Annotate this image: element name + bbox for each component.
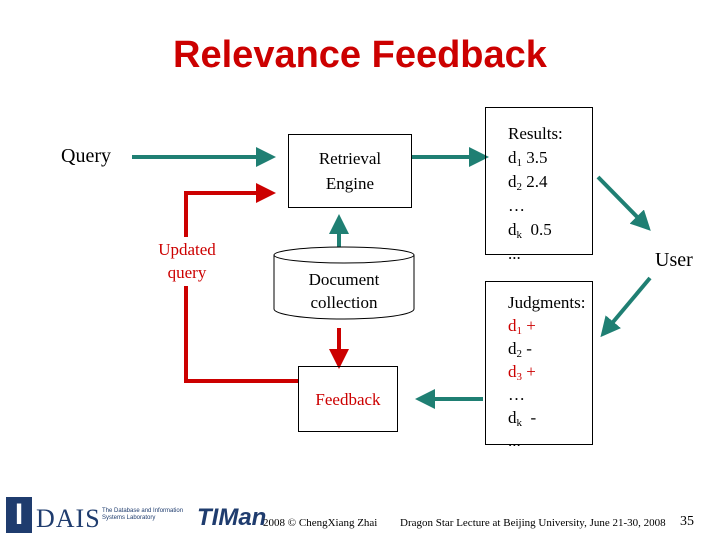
feedback-loop-arrow: [184, 286, 298, 383]
dais-logo-caption: The Database and Information Systems Lab…: [102, 508, 184, 521]
query-label: Query: [61, 145, 111, 167]
footer-lecture: Dragon Star Lecture at Beijing Universit…: [400, 517, 666, 529]
updated-query-line1: Updated: [158, 240, 216, 259]
user-to-judgments-arrow: [600, 276, 652, 338]
updated-query-label: Updated query: [140, 238, 234, 284]
illinois-icon: I: [6, 497, 32, 533]
dais-logo: DAIS The Database and Information System…: [36, 504, 196, 534]
document-collection-line1: Document: [308, 270, 380, 289]
judgments-row-3: d3 +: [508, 362, 536, 383]
results-to-user-arrow: [596, 175, 651, 231]
judgments-ellipsis: …: [508, 385, 525, 404]
judgments-trailing: ...: [508, 431, 521, 450]
retrieval-engine-box: Retrieval Engine: [288, 134, 412, 208]
feedback-label: Feedback: [315, 390, 381, 409]
judgments-row-1: d1 +: [508, 316, 536, 337]
slide-title: Relevance Feedback: [173, 34, 547, 76]
document-collection-line2: collection: [310, 293, 378, 312]
document-collection-cylinder: [273, 246, 415, 320]
updated-query-line2: query: [167, 263, 207, 282]
judgments-box: Judgments: d1 + d2 - d3 + … dk - ...: [485, 281, 593, 450]
results-header: Results:: [508, 124, 563, 143]
results-box: Results: d1 3.5 d2 2.4 … dk 0.5 ...: [485, 107, 593, 263]
retrieval-engine-line2: Engine: [325, 174, 375, 193]
retrieval-engine-line1: Retrieval: [318, 149, 382, 168]
judgments-row-k: dk -: [508, 408, 537, 429]
results-row-k: dk 0.5: [508, 220, 552, 241]
results-ellipsis: …: [508, 196, 525, 215]
dais-logo-text: DAIS: [36, 504, 101, 533]
updated-query-arrow: [184, 183, 276, 237]
feedback-box: Feedback: [298, 366, 398, 432]
results-row-2: d2 2.4: [508, 172, 548, 193]
judgments-row-2: d2 -: [508, 339, 532, 360]
document-collection-label: Document collection: [272, 268, 416, 314]
page-number: 35: [680, 514, 694, 529]
footer-credit: 2008 © ChengXiang Zhai: [263, 517, 378, 529]
results-trailing: ...: [508, 244, 521, 263]
judgments-header: Judgments:: [508, 293, 586, 312]
timan-logo: TIMan: [197, 504, 267, 531]
user-label: User: [655, 249, 693, 271]
results-row-1: d1 3.5: [508, 148, 548, 169]
